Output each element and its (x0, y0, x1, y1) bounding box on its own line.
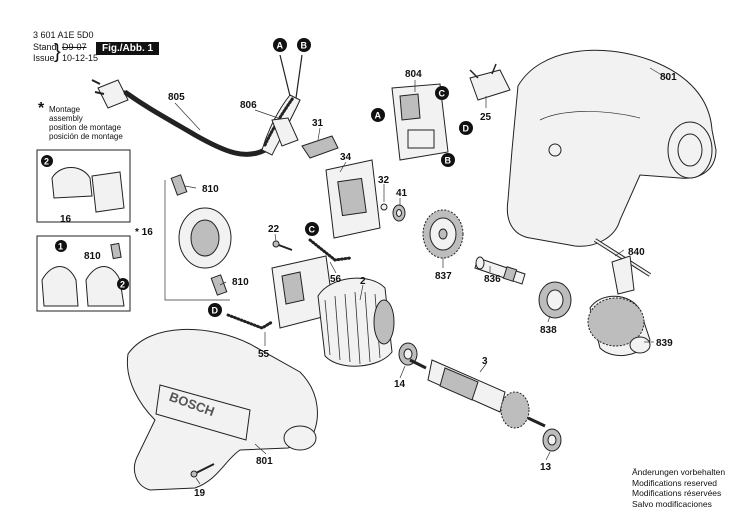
callout-836: 836 (484, 274, 501, 285)
ring-838 (538, 281, 572, 319)
callout-16: 16 (60, 214, 72, 225)
svg-text:D: D (212, 306, 219, 316)
leader-lines (174, 67, 671, 485)
badge-b-cable: B (297, 38, 311, 52)
doc-number: 3 601 A1E 5D0 (33, 30, 94, 40)
bearing-14 (398, 342, 418, 366)
callout-806: 806 (240, 100, 257, 111)
montage-line-1: Montage (49, 105, 81, 114)
callout-838: 838 (540, 325, 557, 336)
housing-801-left: BOSCH (126, 329, 318, 491)
badge-a-cable: A (273, 38, 287, 52)
callout-41: 41 (396, 188, 408, 199)
callout-13: 13 (540, 462, 552, 473)
badge-step-box-2: 2 (117, 278, 129, 290)
lead-d (226, 313, 274, 330)
svg-text:B: B (445, 156, 452, 166)
callout-804: 804 (405, 69, 422, 80)
callout-2: 2 (360, 276, 366, 287)
callout-16-star: * 16 (135, 227, 153, 238)
bracket-25 (469, 63, 511, 101)
figure-label: Fig./Abb. 1 (96, 42, 160, 55)
montage-line-2: assembly (49, 114, 83, 123)
badge-c-switch: C (435, 86, 449, 100)
callout-34: 34 (340, 152, 352, 163)
washer-32 (380, 203, 388, 211)
svg-text:A: A (277, 41, 284, 51)
callout-31: 31 (312, 118, 324, 129)
montage-line-3: position de montage (49, 123, 122, 132)
svg-text:2: 2 (120, 280, 125, 290)
callout-801-bottom: 801 (256, 456, 273, 467)
modifications-line-1: Änderungen vorbehalten (632, 467, 726, 477)
stator-2 (317, 277, 395, 367)
callout-810-a: 810 (202, 184, 219, 195)
badge-step-box-1: 1 (55, 240, 67, 252)
svg-text:B: B (301, 41, 308, 51)
bearing-41 (392, 204, 406, 222)
issue-value: 10-12-15 (62, 53, 99, 63)
svg-text:C: C (439, 89, 446, 99)
inset-bottom-parts (41, 242, 125, 307)
svg-text:1: 1 (58, 242, 63, 252)
screw-22 (272, 240, 293, 251)
inset-box-bottom (36, 235, 131, 312)
callout-14: 14 (394, 379, 406, 390)
callout-3: 3 (482, 356, 488, 367)
chuck-key-840 (593, 238, 652, 295)
callout-839: 839 (656, 338, 673, 349)
callout-840: 840 (628, 247, 645, 258)
montage-star: * (38, 100, 45, 117)
svg-text:A: A (375, 111, 382, 121)
callout-25: 25 (480, 112, 492, 123)
issue-label: Issue (33, 53, 55, 63)
header-brace: } (54, 41, 61, 63)
stand-value: D9-07 (62, 42, 87, 52)
callout-22: 22 (268, 224, 280, 235)
callout-810-b: 810 (232, 277, 249, 288)
badge-a-switch: A (371, 108, 385, 122)
callout-32: 32 (378, 175, 390, 186)
montage-line-4: posición de montage (49, 132, 123, 141)
screw-19 (190, 463, 215, 478)
callout-19: 19 (194, 488, 206, 499)
callout-56: 56 (330, 274, 342, 285)
brush-plate-34 (325, 159, 381, 239)
badge-b-switch: B (441, 153, 455, 167)
cover-31 (301, 135, 339, 159)
inset-top-parts (51, 167, 125, 213)
inset-box-top (36, 149, 131, 223)
brush-cage (271, 255, 335, 329)
brush-holder-16 (164, 174, 232, 301)
chuck-839 (587, 295, 651, 357)
housing-801-right (506, 49, 717, 247)
cord-sleeve-806 (261, 54, 303, 156)
armature-3 (409, 358, 546, 429)
callout-837: 837 (435, 271, 452, 282)
badge-step-top: 2 (41, 155, 53, 167)
modifications-line-2: Modifications reserved (632, 477, 718, 488)
montage-note: Montage assembly position de montage pos… (49, 105, 123, 141)
stand-label: Stand (33, 42, 57, 52)
svg-text:2: 2 (44, 157, 49, 167)
switch-804 (391, 83, 449, 161)
lead-c (308, 238, 352, 262)
callout-805: 805 (168, 92, 185, 103)
bearing-13 (542, 428, 562, 452)
gear-837 (422, 209, 464, 259)
spindle-836 (474, 256, 526, 285)
modifications-line-3: Modifications réservées (632, 488, 722, 498)
callout-55: 55 (258, 349, 270, 360)
badge-d-mid: D (208, 303, 222, 317)
badge-c-mid: C (305, 222, 319, 236)
svg-text:C: C (309, 225, 316, 235)
badge-d-switch: D (459, 121, 473, 135)
svg-text:D: D (463, 124, 470, 134)
callout-801-top: 801 (660, 72, 677, 83)
power-cord-805 (91, 79, 267, 157)
modifications-line-4: Salvo modificaciones (632, 498, 712, 509)
modifications-note: Änderungen vorbehalten Modifications res… (632, 467, 725, 509)
callout-810-c: 810 (84, 251, 101, 262)
